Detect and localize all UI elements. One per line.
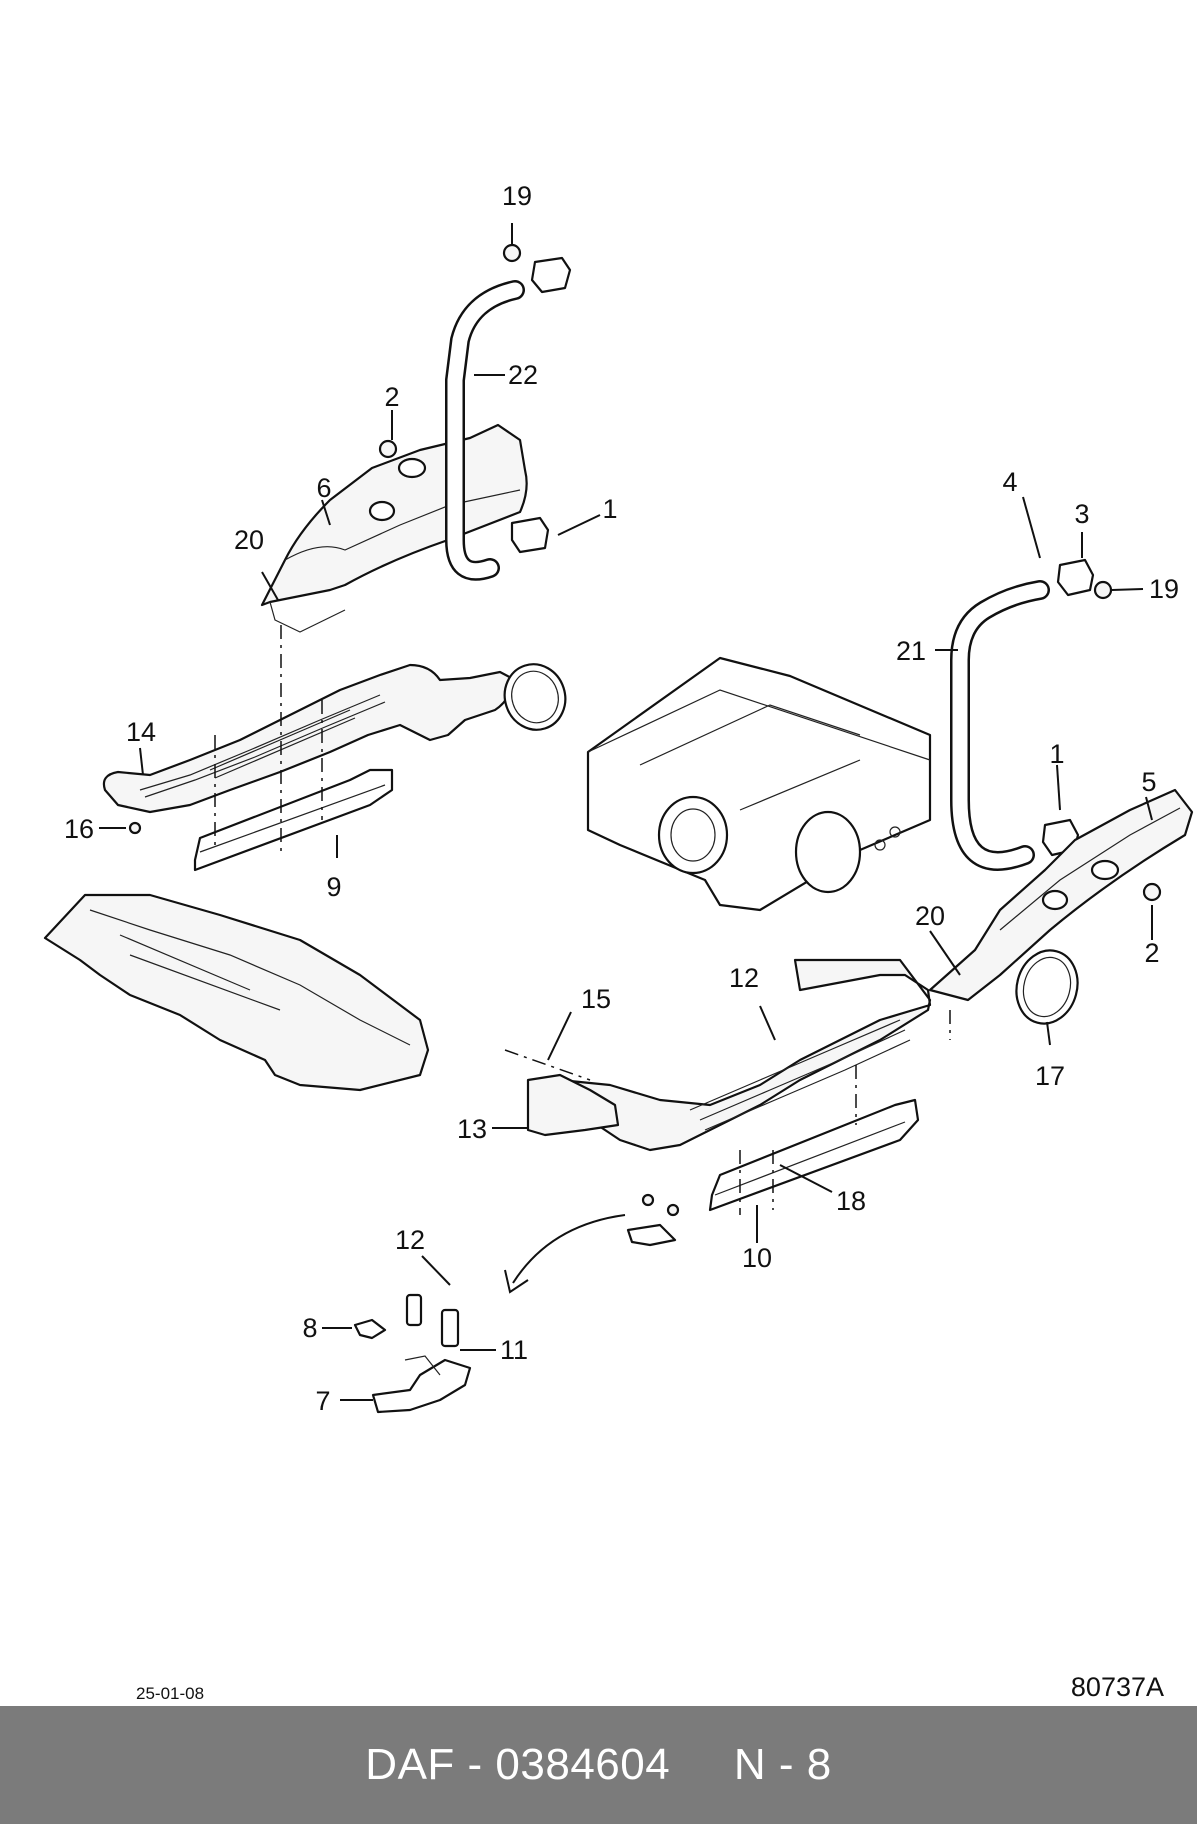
- leader-line: [1022, 496, 1041, 559]
- assembly-line: [504, 1049, 591, 1081]
- callout-19-right: 19: [1149, 574, 1179, 604]
- left-hose: [445, 280, 525, 581]
- callout-17: 17: [1035, 1061, 1065, 1091]
- right-step-rail: [708, 1098, 920, 1212]
- callout-13: 13: [457, 1114, 487, 1144]
- callout-14: 14: [126, 717, 156, 747]
- leader-line: [779, 1164, 833, 1193]
- callout-16: 16: [64, 814, 94, 844]
- leader-line: [1111, 588, 1144, 591]
- right-mounting-bracket: [928, 788, 1194, 1002]
- leader-line: [421, 1255, 451, 1286]
- callout-1-left: 1: [602, 494, 617, 524]
- leader-line: [1145, 796, 1153, 821]
- diagram-svg: 19 22 2 6 1 20 14 16 9 4 3 19 21 1 5 20 …: [43, 181, 1194, 1416]
- callout-21: 21: [896, 636, 926, 666]
- leader-line: [929, 930, 961, 976]
- footer-bar: DAF - 0384604 N - 8: [0, 1706, 1197, 1824]
- callout-6: 6: [316, 473, 331, 503]
- leader-line: [261, 571, 279, 601]
- left-step-cover: [43, 893, 430, 1092]
- leader-line: [139, 747, 144, 776]
- callout-4: 4: [1002, 467, 1017, 497]
- right-hose: [950, 580, 1050, 871]
- right-screw-2: [641, 1193, 655, 1207]
- footer-part-number: 0384604: [495, 1740, 671, 1789]
- callout-19-top: 19: [502, 181, 532, 211]
- left-nut: [378, 439, 398, 459]
- small-bracket: [626, 1223, 677, 1247]
- drawing-number: 80737A: [1070, 1672, 1164, 1702]
- callout-9: 9: [326, 872, 341, 902]
- callout-15: 15: [581, 984, 611, 1014]
- left-hose-lower-clip: [510, 516, 550, 554]
- detail-stud-long: [440, 1308, 460, 1348]
- callout-7: 7: [315, 1386, 330, 1416]
- detail-clip: [353, 1318, 387, 1340]
- detail-bracket: [371, 1355, 472, 1414]
- left-hose-upper-clip: [502, 243, 572, 294]
- cab-support-frame: [586, 656, 932, 912]
- exploded-parts-diagram: 19 22 2 6 1 20 14 16 9 4 3 19 21 1 5 20 …: [43, 181, 1194, 1416]
- date-stamp: 25-01-08: [136, 1684, 205, 1703]
- footer-separator: -: [454, 1740, 496, 1789]
- footer-caption: DAF - 0384604 N - 8: [0, 1706, 1197, 1824]
- detail-stud-short: [405, 1293, 423, 1327]
- right-hose-upper-clip: [1056, 558, 1113, 600]
- footer-page: N - 8: [733, 1740, 832, 1789]
- footer-brand: DAF: [365, 1740, 455, 1789]
- left-step: [102, 663, 517, 814]
- detail-arrow: [504, 1214, 626, 1294]
- callout-10: 10: [742, 1243, 772, 1273]
- callout-3: 3: [1074, 499, 1089, 529]
- leader-line: [759, 1005, 776, 1041]
- callout-18: 18: [836, 1186, 866, 1216]
- callout-12-step: 12: [729, 963, 759, 993]
- left-ring-clamp: [503, 663, 567, 731]
- leader-line: [547, 1011, 572, 1061]
- right-nut: [1142, 882, 1162, 902]
- left-step-rail: [193, 768, 394, 872]
- leader-line: [1046, 1021, 1051, 1046]
- leader-line: [1056, 764, 1061, 811]
- right-screw-1: [666, 1203, 680, 1217]
- callout-5: 5: [1141, 767, 1156, 797]
- callout-22: 22: [508, 360, 538, 390]
- leader-line: [557, 514, 601, 536]
- callout-11: 11: [500, 1335, 528, 1365]
- left-mounting-bracket: [260, 423, 528, 633]
- callout-12-detail: 12: [395, 1225, 425, 1255]
- footer-gap: [670, 1740, 734, 1790]
- callout-1-right: 1: [1049, 739, 1064, 769]
- callout-20-left: 20: [234, 525, 264, 555]
- right-step-end-cap: [526, 1073, 620, 1137]
- leader-line: [321, 499, 331, 526]
- callout-2-right: 2: [1144, 938, 1159, 968]
- callout-2-left: 2: [384, 382, 399, 412]
- left-screw: [128, 821, 142, 835]
- callout-8: 8: [302, 1313, 317, 1343]
- right-ring-clamp: [1015, 949, 1079, 1025]
- callout-20-right: 20: [915, 901, 945, 931]
- right-step: [528, 958, 932, 1152]
